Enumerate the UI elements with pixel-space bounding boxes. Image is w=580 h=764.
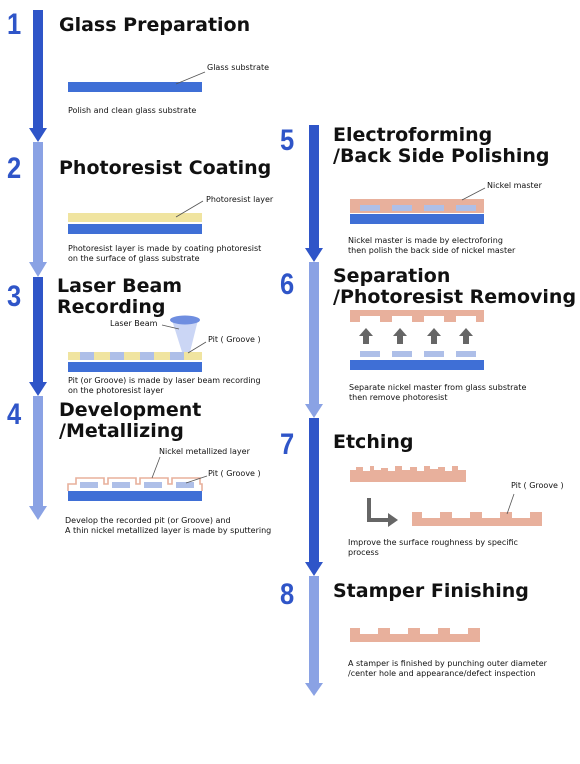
photoresist-layer-label: Photoresist layer <box>206 195 274 204</box>
step-1-illustration <box>68 71 206 92</box>
pit <box>140 352 154 360</box>
laser-lens <box>170 315 200 325</box>
nickel-master <box>350 199 484 213</box>
step-8-number: 8 <box>280 578 295 611</box>
step-8-caption: A stamper is finished by punching outer … <box>348 659 547 678</box>
photoresist-pit <box>360 205 380 211</box>
step-3-caption: Pit (or Groove) is made by laser beam re… <box>68 376 261 395</box>
step-1-caption: Polish and clean glass substrate <box>68 106 197 115</box>
step-2-arrow <box>29 142 47 277</box>
right-arrow-icon <box>388 513 398 527</box>
nickel-master-label: Nickel master <box>487 181 542 190</box>
laser-beam <box>172 320 198 352</box>
step-4-illustration <box>67 456 208 501</box>
photoresist-layer <box>68 213 202 222</box>
stamper <box>350 628 480 642</box>
smooth-nickel-master <box>412 512 542 526</box>
step-4-arrow <box>29 396 47 520</box>
photoresist-pit <box>456 351 476 357</box>
rough-nickel-master <box>350 466 466 482</box>
glass-substrate <box>68 82 202 92</box>
step-7-caption: Improve the surface roughness by specifi… <box>348 538 518 557</box>
step-5-title: Electroforming /Back Side Polishing <box>333 124 550 167</box>
step-5-illustration <box>350 187 486 224</box>
step-6-title: Separation /Photoresist Removing <box>333 265 577 308</box>
process-arrow <box>367 498 389 522</box>
step-2-illustration <box>68 200 204 234</box>
photoresist-pit <box>392 205 412 211</box>
up-arrow-icon <box>427 328 441 344</box>
pit-groove-label: Pit ( Groove ) <box>208 469 261 478</box>
step-6-number: 6 <box>280 268 295 301</box>
photoresist-pit <box>424 205 444 211</box>
glass-substrate <box>68 491 202 501</box>
glass-substrate <box>68 362 202 372</box>
step-6-arrow <box>305 262 323 418</box>
photoresist-pit <box>176 482 194 488</box>
step-1-arrow <box>29 10 47 142</box>
step-2-caption: Photoresist layer is made by coating pho… <box>68 244 262 263</box>
nickel-master <box>350 310 484 322</box>
nickel-metallized-layer <box>67 477 203 491</box>
step-3-title: Laser Beam Recording <box>57 275 183 318</box>
step-4-number: 4 <box>7 398 22 431</box>
glass-substrate <box>350 214 484 224</box>
pit-leader-line <box>187 341 207 354</box>
laser-beam-label: Laser Beam <box>110 319 158 328</box>
step-7-title: Etching <box>333 431 414 453</box>
pit-leader-line <box>185 475 208 484</box>
step-8-arrow <box>305 576 323 696</box>
step-5-caption: Nickel master is made by electroforing t… <box>348 236 516 255</box>
step-2-number: 2 <box>7 152 22 185</box>
photoresist-pit <box>392 351 412 357</box>
step-8-title: Stamper Finishing <box>333 580 529 602</box>
step-8-illustration <box>350 628 480 642</box>
step-1-title: Glass Preparation <box>59 14 251 36</box>
pit <box>170 352 184 360</box>
glass-substrate <box>68 224 202 234</box>
photoresist-pit <box>80 482 98 488</box>
separation-arrows <box>359 328 473 344</box>
step-7-arrow <box>305 418 323 576</box>
pit-leader-line <box>506 493 515 515</box>
step-3-arrow <box>29 277 47 396</box>
photoresist-leader-line <box>175 200 204 218</box>
glass-substrate-label: Glass substrate <box>207 63 270 72</box>
nickel-leader-line <box>151 456 161 479</box>
step-3-illustration <box>68 315 207 372</box>
step-6-illustration <box>350 310 484 370</box>
up-arrow-icon <box>393 328 407 344</box>
pit <box>110 352 124 360</box>
photoresist-layer <box>68 352 202 360</box>
step-4-title: Development /Metallizing <box>59 399 202 442</box>
photoresist-pit <box>360 351 380 357</box>
up-arrow-icon <box>459 328 473 344</box>
nickel-metallized-layer-label: Nickel metallized layer <box>159 447 250 456</box>
photoresist-pit <box>112 482 130 488</box>
photoresist-pit <box>424 351 444 357</box>
master-leader-line <box>461 187 486 201</box>
glass-substrate <box>350 360 484 370</box>
pit-groove-label: Pit ( Groove ) <box>208 335 261 344</box>
step-7-number: 7 <box>280 428 295 461</box>
glass-leader-line <box>175 71 206 85</box>
beam-leader-line <box>161 324 180 330</box>
pit <box>80 352 94 360</box>
up-arrow-icon <box>359 328 373 344</box>
pit-groove-label: Pit ( Groove ) <box>511 481 564 490</box>
step-1-number: 1 <box>7 8 22 41</box>
step-5-number: 5 <box>280 124 295 157</box>
step-6-caption: Separate nickel master from glass substr… <box>349 383 527 402</box>
step-4-caption: Develop the recorded pit (or Groove) and… <box>65 516 272 535</box>
photoresist-pit <box>456 205 476 211</box>
photoresist-pit <box>144 482 162 488</box>
step-2-title: Photoresist Coating <box>59 157 272 179</box>
step-3-number: 3 <box>7 280 22 313</box>
step-5-arrow <box>305 125 323 262</box>
step-7-illustration <box>350 466 542 527</box>
